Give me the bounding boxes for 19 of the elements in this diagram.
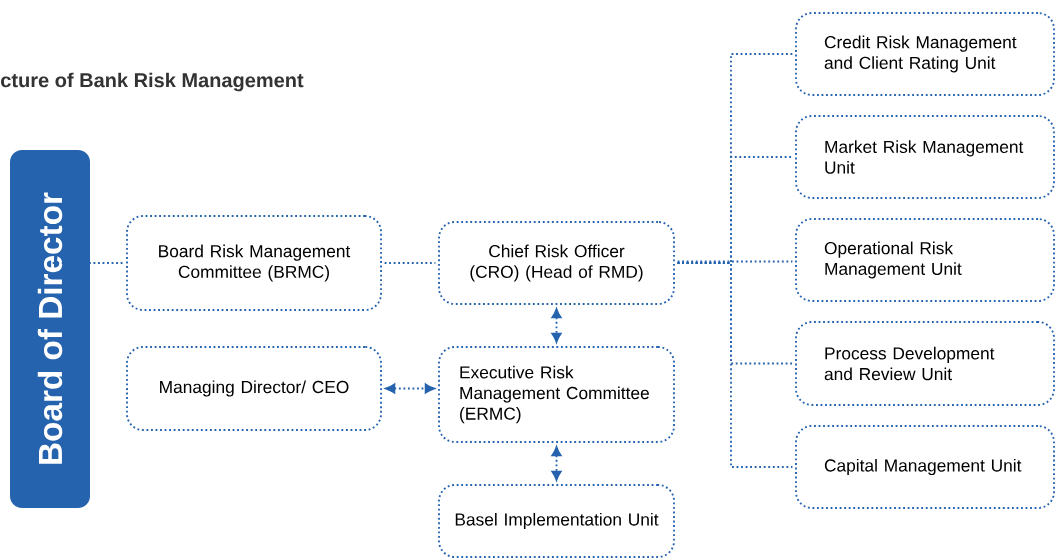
connector xyxy=(551,446,562,481)
connector xyxy=(551,308,562,343)
unit-box: Executive Risk Management Committee (ERMC) xyxy=(438,346,675,443)
connector xyxy=(676,262,794,468)
unit-box: Chief Risk Officer (CRO) (Head of RMD) xyxy=(438,221,675,305)
title: cture of Bank Risk Management xyxy=(1,72,304,92)
board-bar: Board of Director xyxy=(10,150,90,508)
connector xyxy=(676,260,794,263)
unit-box: Market Risk Management Unit xyxy=(795,115,1055,199)
unit-box: Operational Risk Management Unit xyxy=(795,218,1055,302)
unit-box: Basel Implementation Unit xyxy=(438,484,675,558)
connector xyxy=(51,262,125,264)
connector xyxy=(385,383,435,394)
unit-box: Board Risk Management Committee (BRMC) xyxy=(126,215,382,311)
unit-box: Capital Management Unit xyxy=(795,425,1055,509)
unit-box: Process Development and Review Unit xyxy=(795,321,1055,406)
unit-box: Managing Director/ CEO xyxy=(126,346,382,431)
unit-box: Credit Risk Management and Client Rating Unit xyxy=(795,12,1055,96)
connector xyxy=(383,262,437,264)
